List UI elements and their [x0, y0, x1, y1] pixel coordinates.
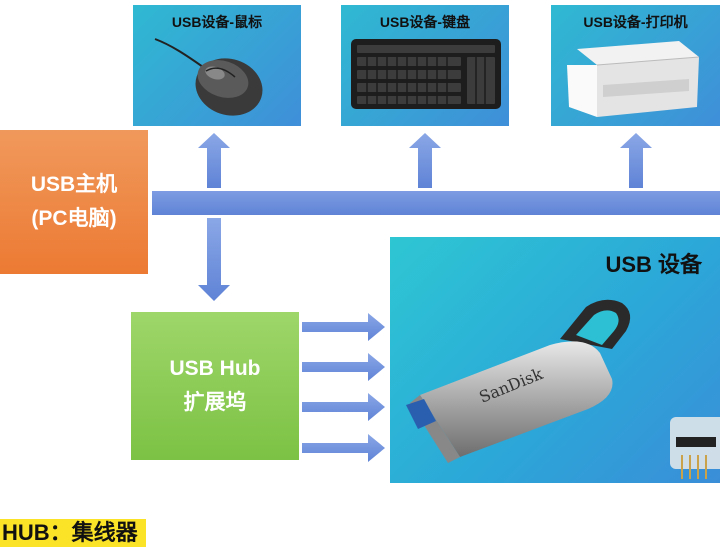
arrow-up-to-printer [620, 133, 652, 188]
keyboard-icon [351, 39, 501, 109]
arrows-hub-to-devices [302, 313, 385, 462]
hub-definition-label: HUB：集线器 [0, 519, 146, 547]
hub-sublabel: 扩展坞 [183, 391, 247, 414]
usb-host-block: USB主机 (PC电脑) [0, 130, 148, 274]
device-card-title: USB设备-鼠标 [171, 14, 263, 30]
device-card-printer: USB设备-打印机 [551, 5, 720, 126]
usb-bus [152, 191, 720, 215]
host-label: USB主机 [30, 173, 118, 196]
usb-devices-title: USB 设备 [605, 252, 702, 277]
host-sublabel: (PC电脑) [31, 207, 117, 230]
device-card-title: USB设备-打印机 [583, 14, 688, 30]
arrow-up-to-keyboard [409, 133, 441, 188]
printer-icon [567, 41, 700, 117]
device-card-title: USB设备-键盘 [379, 14, 471, 30]
usb-devices-panel: USB 设备 SanDisk [390, 237, 720, 483]
usb-flash-drive-icon: SanDisk [406, 299, 720, 479]
mouse-icon [154, 38, 263, 116]
arrow-down-to-hub [198, 218, 230, 301]
device-card-keyboard: USB设备-键盘 [341, 5, 509, 126]
device-card-mouse: USB设备-鼠标 [133, 5, 301, 126]
arrow-up-to-mouse [198, 133, 230, 188]
hub-label: USB Hub [169, 357, 261, 380]
usb-hub-block: USB Hub 扩展坞 [131, 312, 299, 460]
